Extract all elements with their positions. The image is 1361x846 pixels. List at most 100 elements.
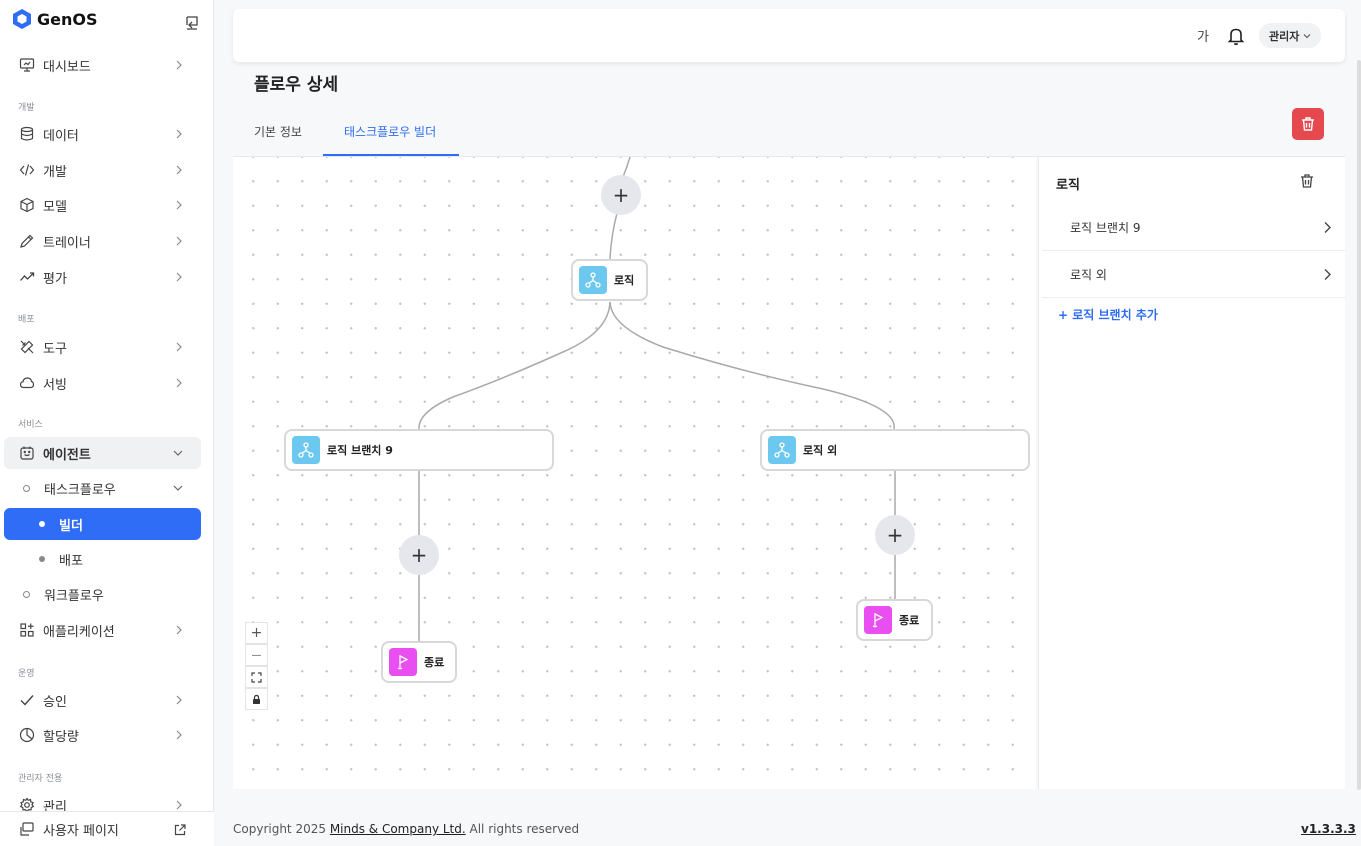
bullet-dot-icon [39,521,45,527]
sidebar-item-taskflow[interactable]: 태스크플로우 [4,472,201,504]
chevron-right-icon [176,800,182,810]
sidebar-item-trainer[interactable]: 트레이너 [4,225,201,257]
end-node-left[interactable]: 종료 [381,641,457,683]
logic-else-node[interactable]: 로직 외 [760,429,1030,471]
panel-title: 로직 [1056,178,1080,193]
sidebar-item-approval[interactable]: 승인 [4,684,201,716]
flow-edges [418,157,896,641]
sidebar-collapse-icon[interactable] [184,15,200,31]
lock-icon [253,694,260,704]
sidebar-item-label: 개발 [43,164,67,180]
copyright-prefix: Copyright 2025 [233,822,330,836]
brand[interactable]: GenOS [12,8,98,30]
node-label: 종료 [424,656,445,669]
cloud-icon [19,377,35,389]
sidebar-item-data[interactable]: 데이터 [4,118,201,150]
genos-logo-icon [13,9,31,29]
page-scrollbar[interactable] [1357,60,1361,790]
bullet-dot-icon [39,556,45,562]
check-icon [20,695,34,706]
sidebar-item-label: 배포 [59,553,83,569]
sidebar-item-label: 트레이너 [43,235,91,251]
end-node-right[interactable]: 종료 [856,599,933,641]
edge-logic-to-branch9 [418,301,611,430]
sidebar-item-workflow[interactable]: 워크플로우 [4,578,201,610]
dashboard-icon [19,58,35,72]
edge-logic-to-else [609,301,895,430]
delete-flow-button[interactable] [1292,108,1324,140]
sidebar-item-label: 빌더 [59,518,83,534]
add-node-button[interactable]: + [601,175,641,215]
agent-icon [20,446,34,460]
company-link[interactable]: Minds & Company Ltd. [329,822,466,836]
code-icon [19,164,35,176]
sidebar-item-applications[interactable]: 애플리케이션 [4,614,201,646]
sidebar-item-label: 평가 [43,271,67,287]
sidebar-item-deploy[interactable]: 배포 [4,543,201,575]
bell-icon[interactable] [1227,26,1245,46]
brand-name: GenOS [37,9,98,29]
trash-icon [1302,117,1314,131]
fit-view-button[interactable] [245,666,268,688]
bullet-circle-icon [23,590,30,598]
sidebar-item-evaluation[interactable]: 평가 [4,261,201,293]
tab-basic-info[interactable]: 기본 정보 [254,125,302,139]
trash-icon[interactable] [1299,173,1315,189]
sidebar-item-label: 에이전트 [43,447,91,463]
pencil-icon [20,234,34,248]
node-label: 로직 외 [803,444,838,457]
sidebar-item-dashboard[interactable]: 대시보드 [4,49,201,81]
sidebar-item-label: 승인 [43,694,67,710]
add-node-button[interactable]: + [875,515,915,555]
user-menu[interactable]: 관리자 [1259,23,1322,48]
chevron-right-icon [176,625,182,635]
user-page-link[interactable]: 사용자 페이지 [0,811,214,846]
version-link[interactable]: v1.3.3.3 [1301,822,1356,836]
add-node-button[interactable]: + [399,535,439,575]
external-link-icon [174,824,186,836]
tab-taskflow-builder[interactable]: 태스크플로우 빌더 [344,125,437,139]
sidebar: GenOS 대시보드 개발 데이터 개발 모델 [0,0,214,846]
logic-branch-9-node[interactable]: 로직 브랜치 9 [284,429,554,471]
sidebar-item-model[interactable]: 모델 [4,189,201,221]
sidebar-item-label: 대시보드 [43,59,91,75]
nav-section-label: 배포 [18,315,35,325]
chevron-right-icon [176,272,182,282]
lock-button[interactable] [245,688,268,710]
sidebar-item-tools[interactable]: 도구 [4,331,201,363]
panel-row-branch-9[interactable]: 로직 브랜치 9 [1042,205,1346,251]
logic-icon [292,436,320,464]
tabs-divider [233,156,1345,157]
pie-icon [19,727,35,743]
user-page-icon [20,822,34,836]
bullet-circle-icon [23,484,30,492]
cube-icon [20,197,34,213]
logic-node[interactable]: 로직 [571,259,648,301]
chevron-right-icon [176,378,182,388]
copyright-suffix: All rights reserved [465,822,580,836]
node-detail-panel: 로직 로직 브랜치 9 로직 외 + 로직 브랜치 추가 [1038,157,1346,789]
edge-add-to-logic [609,212,618,260]
chart-line-icon [20,272,35,281]
sidebar-item-label: 데이터 [43,128,79,144]
sidebar-item-agent[interactable]: 에이전트 [4,437,201,469]
chevron-right-icon [176,342,182,352]
sidebar-item-label: 애플리케이션 [43,624,115,640]
language-toggle[interactable]: 가 [1197,30,1209,45]
sidebar-item-label: 관리 [43,799,67,815]
flow-canvas[interactable]: + 로직 로직 브랜치 9 로직 외 + + 종료 종료 + — [233,157,1036,789]
zoom-in-button[interactable]: + [245,622,268,644]
add-logic-branch-button[interactable]: + 로직 브랜치 추가 [1058,308,1158,322]
panel-row-else[interactable]: 로직 외 [1042,252,1346,298]
zoom-out-button[interactable]: — [245,644,268,666]
top-header: 가 관리자 [233,9,1345,62]
page-title: 플로우 상세 [254,75,339,95]
node-label: 종료 [899,614,920,627]
sidebar-item-builder[interactable]: 빌더 [4,508,201,540]
logic-icon [579,266,607,294]
sidebar-item-serving[interactable]: 서빙 [4,367,201,399]
nav-section-label: 운영 [18,669,35,679]
sidebar-item-label: 서빙 [43,377,67,393]
sidebar-item-quota[interactable]: 할당량 [4,719,201,751]
sidebar-item-develop[interactable]: 개발 [4,154,201,186]
